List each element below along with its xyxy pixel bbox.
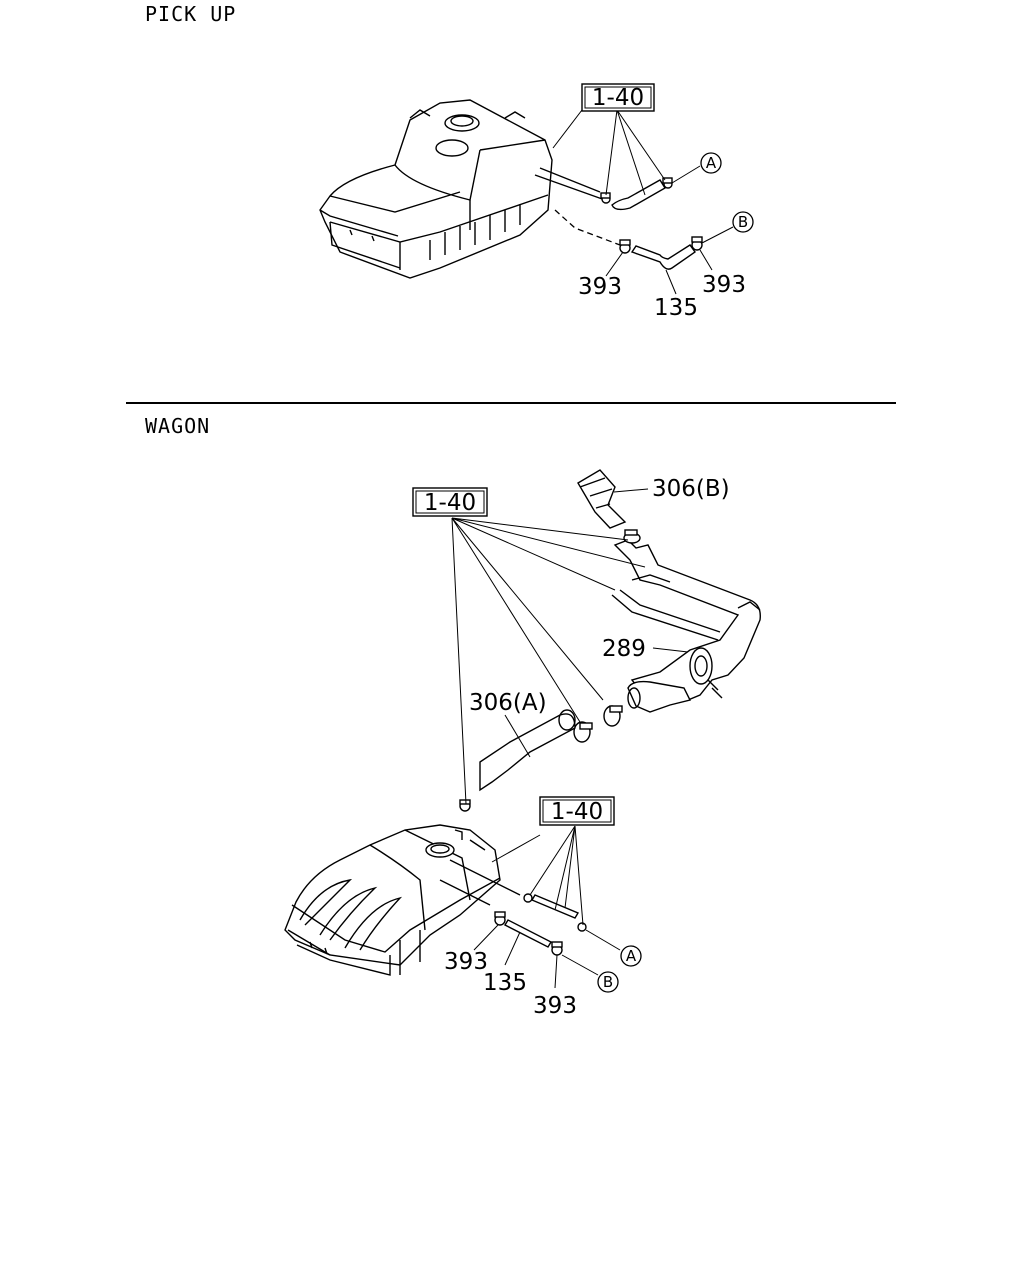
wagon-fuel-tank xyxy=(284,824,501,976)
wagon-marker-a: A xyxy=(626,947,637,965)
pickup-label-135: 135 xyxy=(654,295,698,321)
leader-b-wagon xyxy=(561,954,599,976)
pickup-ref-box xyxy=(581,83,655,112)
pickup-ref-leaders xyxy=(552,109,666,196)
pickup-label-393-right: 393 xyxy=(702,272,746,298)
wagon-label-393-right: 393 xyxy=(533,993,577,1019)
pickup-vent-hose xyxy=(534,167,666,211)
pickup-label-393-left: 393 xyxy=(578,274,622,300)
pickup-marker-b: B xyxy=(738,213,748,231)
wagon-ref-leaders-bottom xyxy=(491,825,584,926)
wagon-clamp-393-right xyxy=(551,941,563,956)
wagon-label-leaders xyxy=(473,924,558,989)
pickup-marker-a-circle xyxy=(700,152,722,174)
pickup-clamp-393-left xyxy=(619,239,631,254)
leader-a-wagon xyxy=(585,929,621,951)
wagon-clamp-top-left xyxy=(523,893,533,903)
wagon-clamp-top-right xyxy=(577,922,587,932)
wagon-marker-b: B xyxy=(603,973,613,991)
wagon-clamp-middle xyxy=(603,705,623,727)
wagon-label-135: 135 xyxy=(483,970,527,996)
wagon-marker-a-circle xyxy=(620,945,642,967)
section-title-pickup: PICK UP xyxy=(145,2,237,26)
pickup-clamp-top-left xyxy=(600,192,611,204)
pickup-marker-b-circle xyxy=(732,211,754,233)
wagon-clamp-lower xyxy=(573,721,593,743)
wagon-ref-leaders-top xyxy=(451,517,646,805)
section-divider xyxy=(126,402,896,404)
leader-b-pickup xyxy=(701,226,734,244)
wagon-filler-neck-289 xyxy=(611,539,761,713)
wagon-clamp-upper xyxy=(623,529,641,544)
pickup-fuel-tank xyxy=(319,99,553,279)
wagon-protector-306b xyxy=(577,469,649,529)
pickup-clamp-393-right xyxy=(691,236,703,251)
pickup-hose-135 xyxy=(554,209,696,270)
leader-a-pickup xyxy=(671,165,701,184)
wagon-ref-box-bottom xyxy=(539,796,615,826)
wagon-clamp-393-left xyxy=(494,911,506,926)
wagon-ref-box-bottom-label: 1-40 xyxy=(551,799,603,825)
pickup-marker-a: A xyxy=(706,154,717,172)
wagon-ref-box-top-label: 1-40 xyxy=(424,490,476,516)
pickup-ref-box-label: 1-40 xyxy=(592,85,644,111)
pickup-clamp-top-right xyxy=(662,177,673,189)
wagon-ref-box-top xyxy=(412,487,488,517)
wagon-label-289: 289 xyxy=(602,636,646,662)
wagon-label-306a: 306(A) xyxy=(469,690,547,716)
wagon-label-306b: 306(B) xyxy=(652,476,730,502)
wagon-clamp-306a-end xyxy=(459,799,471,812)
wagon-marker-b-circle xyxy=(597,971,619,993)
pickup-label-leaders xyxy=(605,249,713,295)
wagon-hose-135 xyxy=(439,879,552,948)
wagon-vent-hose xyxy=(449,859,580,919)
section-title-wagon: WAGON xyxy=(145,414,211,438)
wagon-label-393-left: 393 xyxy=(444,949,488,975)
wagon-hose-306a xyxy=(479,709,576,792)
